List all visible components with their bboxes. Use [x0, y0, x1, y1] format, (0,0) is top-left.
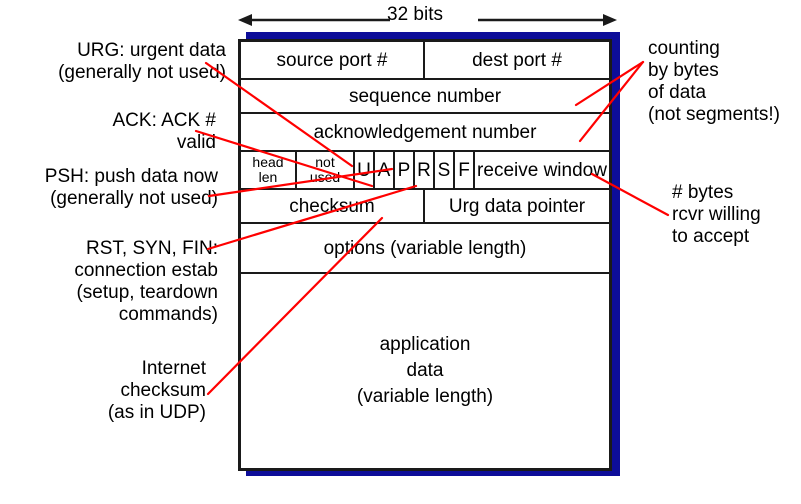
field-application-data: application data (variable length) — [241, 274, 609, 468]
field-not-used: not used — [297, 152, 355, 188]
field-head-len: head len — [241, 152, 297, 188]
flag-syn: S — [435, 152, 455, 188]
row-options: options (variable length) — [241, 224, 609, 274]
field-urg-data-pointer: Urg data pointer — [448, 195, 586, 217]
field-source-port: source port # — [241, 42, 425, 78]
app-data-line1: application — [379, 334, 471, 355]
annotation-internet-checksum: Internet checksum (as in UDP) — [107, 358, 206, 423]
field-receive-window: receive window — [477, 159, 607, 181]
field-acknowledgement-number: acknowledgement number — [313, 121, 537, 143]
annotation-receive-window-bytes: # bytes rcvr willing to accept — [672, 182, 761, 247]
width-arrow-right-head-icon — [603, 14, 617, 26]
annotation-urg: URG: urgent data (generally not used) — [58, 40, 226, 83]
not-used-line1: not — [315, 154, 335, 170]
flag-fin: F — [455, 152, 475, 188]
row-checksum: checksum Urg data pointer — [241, 190, 609, 224]
row-acknowledgement-number: acknowledgement number — [241, 114, 609, 152]
flag-rst: R — [415, 152, 435, 188]
flag-urg: U — [355, 152, 375, 188]
field-options: options (variable length) — [323, 237, 527, 259]
field-dest-port: dest port # — [472, 49, 562, 71]
head-len-line1: head — [252, 154, 284, 170]
not-used-line2: used — [309, 169, 341, 185]
row-application-data: application data (variable length) — [241, 274, 609, 468]
row-sequence-number: sequence number — [241, 80, 609, 114]
flag-psh: P — [395, 152, 415, 188]
row-ports: source port # dest port # — [241, 42, 609, 80]
flag-ack: A — [375, 152, 395, 188]
annotation-counting-bytes: counting by bytes of data (not segments!… — [648, 38, 780, 125]
field-checksum: checksum — [241, 190, 425, 222]
annotation-psh: PSH: push data now (generally not used) — [44, 166, 218, 209]
field-sequence-number: sequence number — [348, 85, 502, 107]
app-data-line3: (variable length) — [356, 386, 494, 407]
tcp-header-table: source port # dest port # sequence numbe… — [238, 39, 612, 471]
row-flags: head len not used U A P R S F receive wi… — [241, 152, 609, 190]
width-label: 32 bits — [387, 4, 443, 25]
app-data-line2: data — [406, 360, 444, 381]
annotation-ack: ACK: ACK # valid — [112, 110, 217, 153]
head-len-line2: len — [258, 169, 278, 185]
width-arrow-left-head-icon — [238, 14, 252, 26]
annotation-rst-syn-fin: RST, SYN, FIN: connection estab (setup, … — [74, 238, 218, 325]
